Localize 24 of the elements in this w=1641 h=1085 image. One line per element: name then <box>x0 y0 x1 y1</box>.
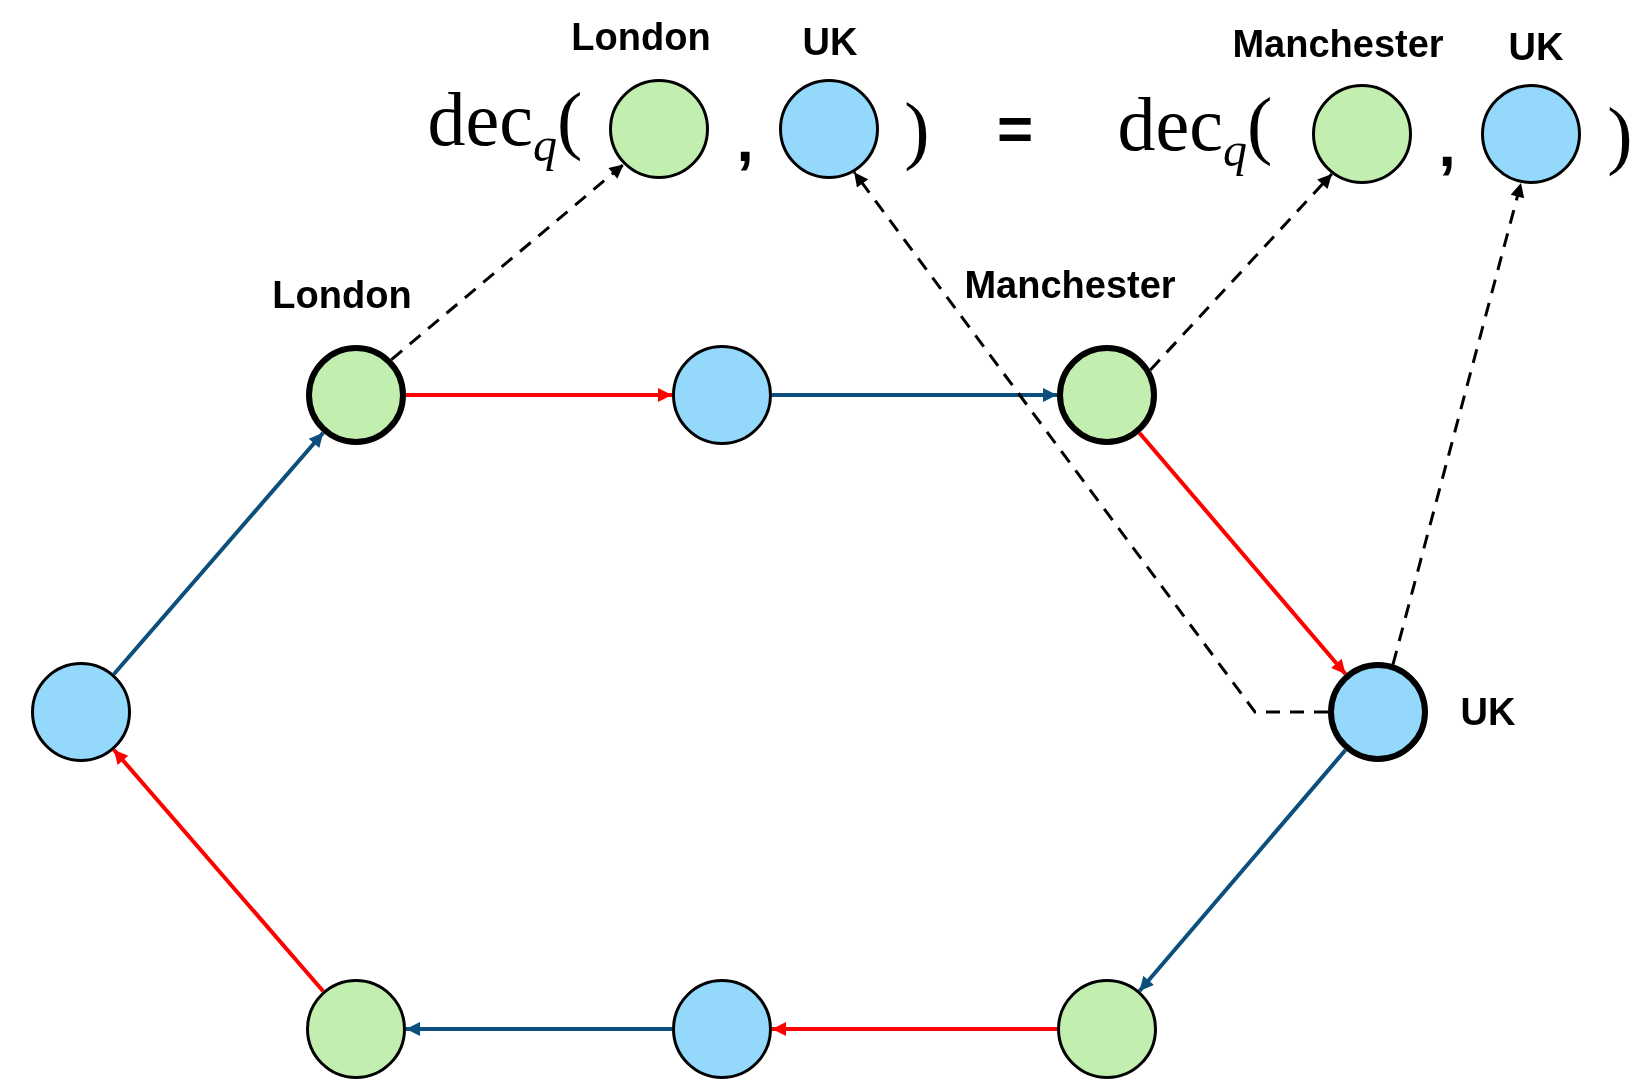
dashed-arrow <box>390 163 625 361</box>
node-label: Manchester <box>964 266 1176 304</box>
arrow <box>1137 431 1348 676</box>
arrow <box>406 388 672 402</box>
dashed-arrow <box>1391 182 1525 665</box>
formula-symbol: , <box>736 109 754 171</box>
arrow <box>406 1022 672 1036</box>
node-label: UK <box>1460 693 1516 731</box>
node-label: London <box>571 18 711 56</box>
formula-text: dec$_{q}$( <box>1117 85 1273 175</box>
node-label: Manchester <box>1232 25 1444 63</box>
arrow <box>112 431 325 676</box>
formula-text: dec$_{q}$( <box>427 80 583 170</box>
dashed-arrow <box>853 171 1328 714</box>
arrow <box>772 388 1057 402</box>
formula-symbol: , <box>1438 114 1456 176</box>
node-label: London <box>272 276 412 314</box>
formula-symbol: = <box>996 98 1034 160</box>
dashed-arrow <box>1149 172 1333 371</box>
arrow <box>1137 748 1348 993</box>
arrow <box>112 748 325 993</box>
node-label: UK <box>1508 28 1564 66</box>
arrow <box>772 1022 1057 1036</box>
node-label: UK <box>802 23 858 61</box>
